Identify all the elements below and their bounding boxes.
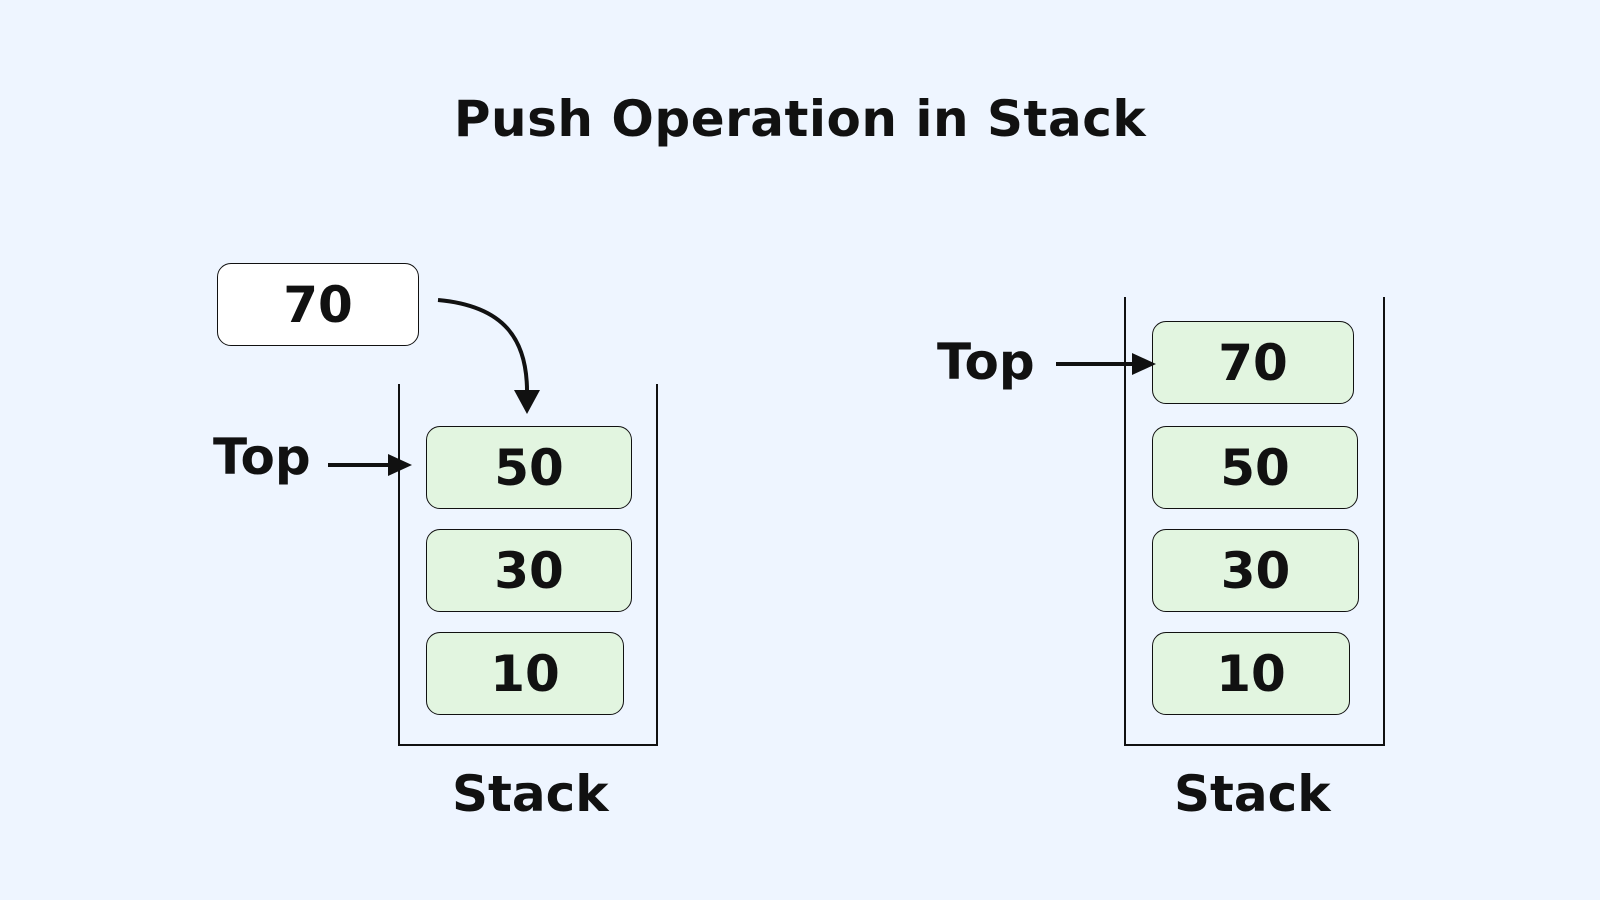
stack-item-before-3: 10 <box>426 632 624 715</box>
stack-item-after-1: 70 <box>1152 321 1354 404</box>
stack-label-after: Stack <box>1174 765 1331 823</box>
stack-item-after-3: 30 <box>1152 529 1359 612</box>
stack-container-after <box>1124 297 1385 746</box>
top-label-after: Top <box>937 333 1035 391</box>
stack-item-after-2: 50 <box>1152 426 1358 509</box>
stack-item-before-2: 30 <box>426 529 632 612</box>
incoming-value-box: 70 <box>217 263 419 346</box>
stack-container-before <box>398 384 658 746</box>
page-title: Push Operation in Stack <box>453 90 1147 148</box>
stack-item-before-1: 50 <box>426 426 632 509</box>
top-label-before: Top <box>213 428 311 486</box>
stack-item-after-4: 10 <box>1152 632 1350 715</box>
push-curve-arrow <box>437 298 530 396</box>
stack-label-before: Stack <box>452 765 609 823</box>
